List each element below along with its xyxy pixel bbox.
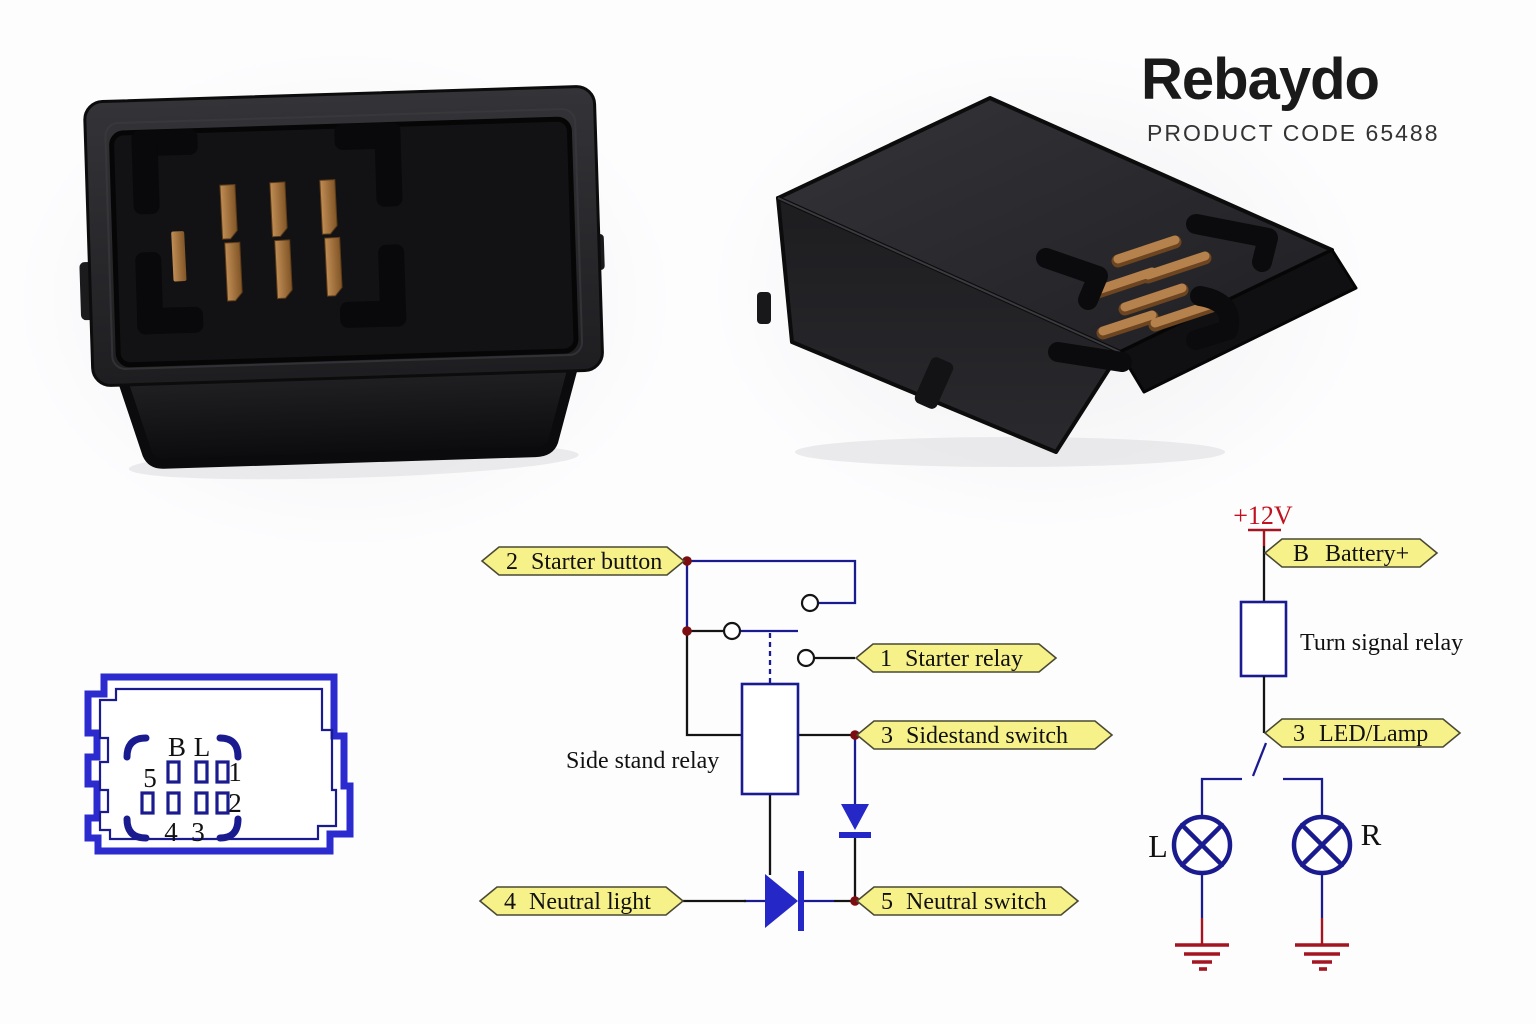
corner-arcs	[123, 734, 242, 842]
pin-label-l: L	[194, 732, 211, 762]
relay-edge-highlight	[777, 197, 1121, 353]
junction-dot	[850, 730, 860, 740]
pin-labels: B L 5 1 2 4 3	[143, 732, 242, 847]
switch-blade	[1251, 742, 1268, 777]
pin-label-4: 4	[164, 817, 178, 847]
lamp-right-label: R	[1361, 817, 1382, 852]
turn-signal-relay-box	[1239, 600, 1288, 678]
junction-dot	[682, 626, 692, 636]
lamp-icon-left	[1171, 814, 1233, 876]
contact-terminal	[796, 648, 816, 668]
relay-coil-box	[740, 682, 800, 796]
brand-block: Rebaydo PRODUCT CODE 65488	[1141, 47, 1440, 146]
pin-label-5: 5	[143, 763, 157, 793]
supply-terminal-icon	[1248, 528, 1281, 546]
contact-terminal	[800, 593, 820, 613]
relay-bottom-tab	[914, 357, 954, 409]
brand-logo: Rebaydo	[1141, 47, 1379, 112]
product-code: PRODUCT CODE 65488	[1147, 120, 1440, 146]
copper-pins	[1088, 235, 1219, 340]
relay-face-bevel	[104, 108, 584, 370]
ground-icon-left	[1175, 943, 1229, 971]
junction-dot	[850, 896, 860, 906]
connector-hooks	[1036, 214, 1278, 372]
pin-label-b: B	[168, 732, 186, 762]
relay-photo-side-view	[757, 96, 1358, 467]
pin-label-1: 1	[228, 757, 242, 787]
junction-dot	[682, 556, 692, 566]
pin-slots	[140, 760, 230, 815]
turn-signal-relay-label: Turn signal relay	[1300, 630, 1463, 656]
wires	[683, 559, 857, 903]
diode-icon-neutral	[765, 871, 804, 931]
lamp-icon-right	[1291, 814, 1353, 876]
relay-body-side	[115, 355, 580, 469]
copper-pins	[171, 179, 343, 302]
ground-icon-right	[1295, 943, 1349, 971]
relay-side-tab	[757, 292, 771, 324]
diode-icon-sidestand	[839, 804, 871, 838]
side-stand-relay-label: Side stand relay	[566, 748, 719, 774]
lamp-left-label: L	[1148, 828, 1168, 864]
pin-label-3: 3	[191, 817, 205, 847]
connector-pinout-diagram: B L 5 1 2 4 3	[84, 673, 354, 855]
contact-terminal	[722, 621, 742, 641]
pin-label-2: 2	[228, 788, 242, 818]
supply-12v-label: +12V	[1233, 501, 1293, 530]
relay-photo-bottom-view	[79, 85, 605, 480]
connector-outline-inner	[98, 687, 338, 841]
retention-clips	[131, 122, 407, 335]
photo-shadow	[795, 437, 1225, 467]
